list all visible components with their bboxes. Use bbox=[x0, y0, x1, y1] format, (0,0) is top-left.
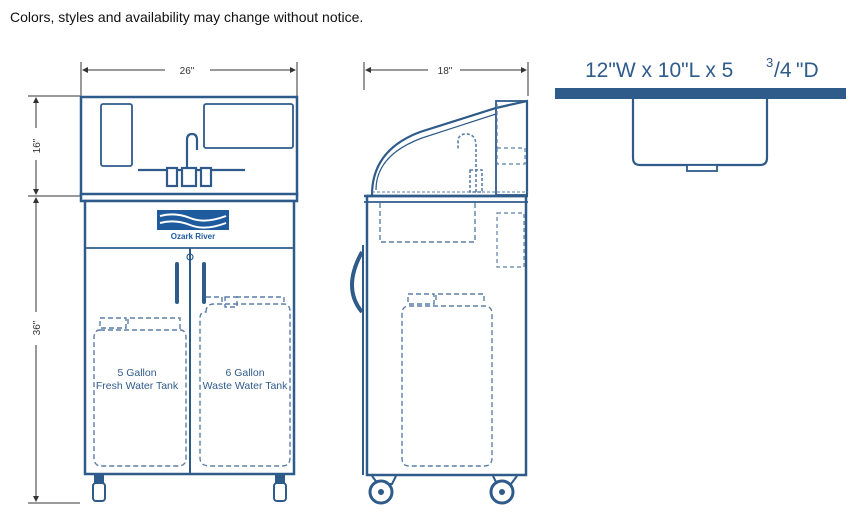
sink-size-fraction-den: /4 bbox=[774, 59, 792, 82]
sink-size-suffix: "D bbox=[796, 59, 819, 82]
lock-icon bbox=[186, 253, 194, 261]
side-view: 18" bbox=[349, 62, 529, 505]
towel-dispenser bbox=[203, 103, 294, 149]
sink-basin bbox=[631, 99, 769, 167]
top-height-label: 16" bbox=[32, 138, 43, 153]
faucet bbox=[138, 132, 245, 188]
front-left-caster bbox=[92, 475, 106, 502]
sink-drain bbox=[686, 164, 718, 172]
fresh-water-tank bbox=[93, 317, 187, 467]
soap-dispenser bbox=[100, 103, 133, 167]
waste-water-tank bbox=[199, 296, 291, 467]
side-right-wheel bbox=[489, 475, 518, 505]
sink-counter-bar bbox=[555, 88, 846, 99]
fresh-tank-line1: 5 Gallon bbox=[117, 367, 156, 379]
front-width-label: 26" bbox=[180, 66, 195, 77]
brand-name: Ozark River bbox=[171, 232, 215, 241]
fresh-tank-line2: Fresh Water Tank bbox=[96, 380, 179, 392]
bottom-height-label: 36" bbox=[32, 320, 43, 335]
height-dimensions: 16" 36" bbox=[28, 95, 80, 504]
side-hood bbox=[370, 99, 529, 196]
left-door-handle[interactable] bbox=[175, 262, 179, 304]
brand-logo: Ozark River bbox=[157, 210, 229, 241]
waste-tank-line1: 6 Gallon bbox=[225, 367, 264, 379]
side-left-wheel bbox=[368, 475, 397, 505]
side-tank bbox=[401, 293, 493, 467]
notice-text: Colors, styles and availability may chan… bbox=[10, 9, 364, 25]
side-sink-basin bbox=[379, 203, 476, 243]
waste-tank-line2: Waste Water Tank bbox=[203, 380, 289, 392]
side-width-label: 18" bbox=[438, 66, 453, 77]
front-width-dimension: 26" bbox=[80, 62, 298, 96]
side-faucet bbox=[457, 133, 483, 193]
front-view: 26" 16" 36" bbox=[28, 62, 299, 504]
sink-size-main: 12"W x 10"L x 5 bbox=[585, 59, 733, 82]
side-push-handle[interactable] bbox=[349, 251, 364, 314]
side-width-dimension: 18" bbox=[363, 62, 529, 96]
cabinet-side bbox=[365, 194, 528, 477]
sink-size-fraction-num: 3 bbox=[766, 55, 773, 70]
right-door-handle[interactable] bbox=[202, 262, 206, 304]
sink-detail: 12"W x 10"L x 5 3 /4 "D bbox=[555, 55, 846, 172]
front-right-caster bbox=[273, 475, 287, 502]
